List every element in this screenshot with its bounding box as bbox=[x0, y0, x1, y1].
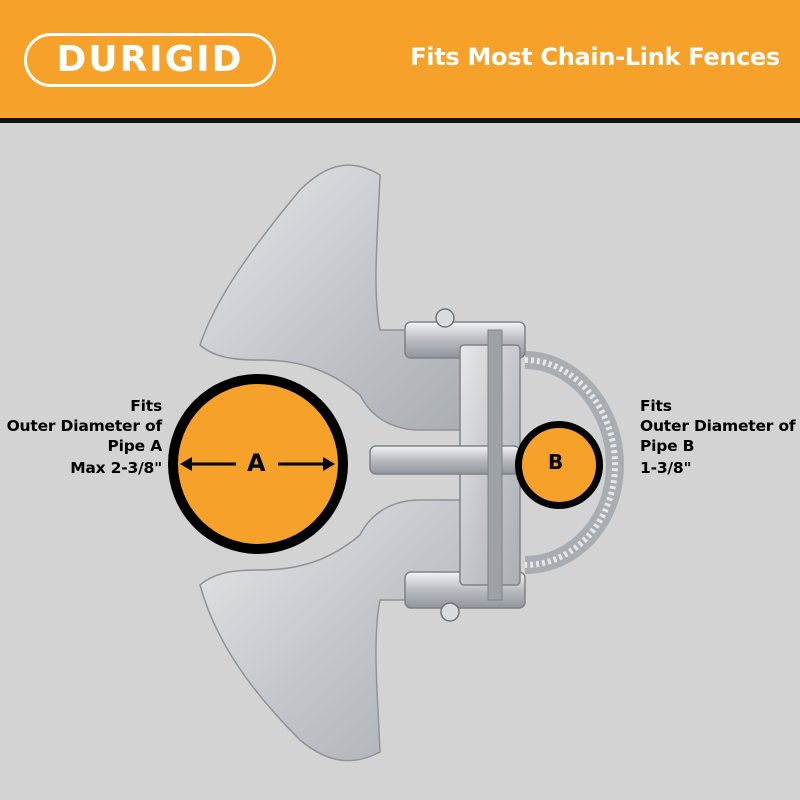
brand-logo-text: DURIGID bbox=[56, 39, 244, 80]
pipe-b-caption-line: Fits bbox=[640, 397, 672, 415]
header-bar: DURIGID Fits Most Chain-Link Fences bbox=[0, 0, 800, 118]
header-divider bbox=[0, 118, 800, 123]
pipe-b-caption-line: Outer Diameter of bbox=[640, 417, 796, 435]
pipe-b-label: B bbox=[548, 450, 564, 474]
pipe-b-caption: Fits Outer Diameter of Pipe B 1-3/8" bbox=[640, 396, 796, 478]
pipe-b-caption-line: Pipe B bbox=[640, 437, 695, 455]
hinge-upper-wing bbox=[199, 164, 471, 431]
pipe-a-caption: Fits Outer Diameter of Pipe A Max 2-3/8" bbox=[6, 396, 163, 478]
hinge-lower-wing bbox=[199, 499, 471, 762]
pipe-a-caption-line: Fits bbox=[130, 397, 162, 415]
pipe-a-size: Max 2-3/8" bbox=[70, 459, 162, 477]
pipe-b-size: 1-3/8" bbox=[640, 459, 692, 477]
pipe-a-caption-line: Outer Diameter of bbox=[6, 417, 163, 435]
pipe-a-caption-line: Pipe A bbox=[107, 437, 163, 455]
header-title: Fits Most Chain-Link Fences bbox=[410, 43, 780, 71]
brand-logo: DURIGID bbox=[24, 33, 276, 87]
pipe-a-label: A bbox=[247, 449, 266, 477]
pipe-b-circle bbox=[515, 421, 603, 509]
